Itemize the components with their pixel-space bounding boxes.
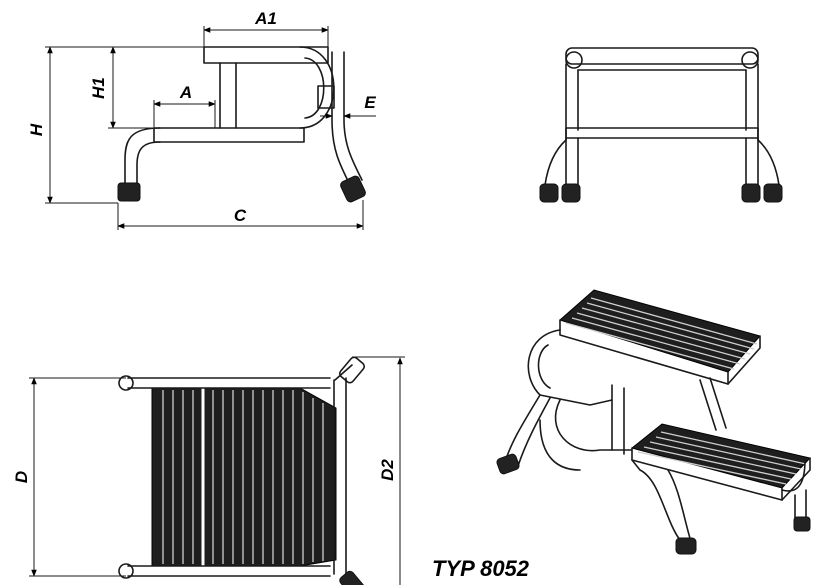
dim-label-a1: A1 [254, 9, 277, 28]
dim-label-d: D [12, 471, 31, 483]
dim-label-d2: D2 [378, 459, 397, 481]
side-rear-foot [117, 182, 141, 202]
perspective-view [496, 289, 811, 555]
model-label: TYP 8052 [432, 556, 530, 581]
top-view-slats [162, 386, 324, 568]
side-lower-step [153, 127, 305, 143]
side-view: A1 H1 A E H C [27, 9, 376, 230]
dim-label-e: E [364, 93, 376, 112]
persp-lower-slats [637, 431, 807, 485]
persp-upper-tread [559, 289, 761, 373]
top-view: D D2 [12, 356, 405, 585]
front-view [539, 47, 783, 203]
dim-label-c: C [234, 206, 247, 225]
front-top-tread [565, 47, 759, 65]
persp-upper-slats [565, 297, 758, 370]
dim-label-a: A [179, 83, 192, 102]
side-front-foot [340, 175, 366, 203]
front-lower-bar [565, 127, 759, 139]
top-view-tread [151, 387, 337, 567]
dim-label-h1: H1 [89, 77, 108, 99]
dim-label-h: H [27, 123, 46, 136]
side-top-tread [203, 46, 329, 64]
